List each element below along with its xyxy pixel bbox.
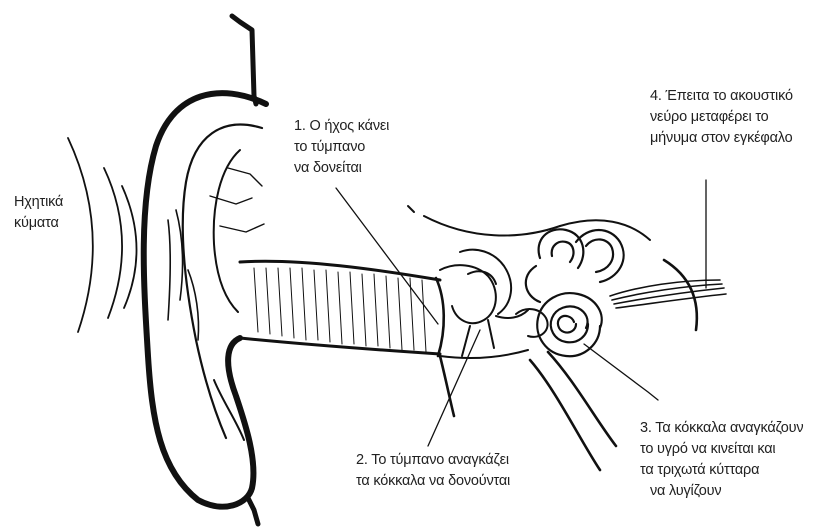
ear-canal: [240, 261, 440, 354]
leader-line-2: [428, 330, 480, 446]
label-step-1: 1. Ο ήχος κάνει το τύμπανο να δονείται: [294, 116, 389, 179]
outer-ear: [144, 93, 266, 507]
auditory-nerve: [610, 280, 726, 308]
label-step-3: 3. Τα κόκκαλα αναγκάζουν το υγρό να κινε…: [640, 418, 803, 502]
semicircular-canals: [526, 229, 624, 302]
middle-ear: [436, 250, 548, 358]
label-step-4: 4. Έπειτα το ακουστικό νεύρο μεταφέρει τ…: [650, 86, 793, 149]
label-sound-waves: Ηχητικά κύματα: [14, 192, 63, 234]
sound-waves: [68, 138, 137, 332]
label-step-2: 2. Το τύμπανο αναγκάζει τα κόκκαλα να δο…: [356, 450, 510, 492]
leader-line-3: [584, 344, 658, 400]
leader-lines: [336, 180, 706, 446]
